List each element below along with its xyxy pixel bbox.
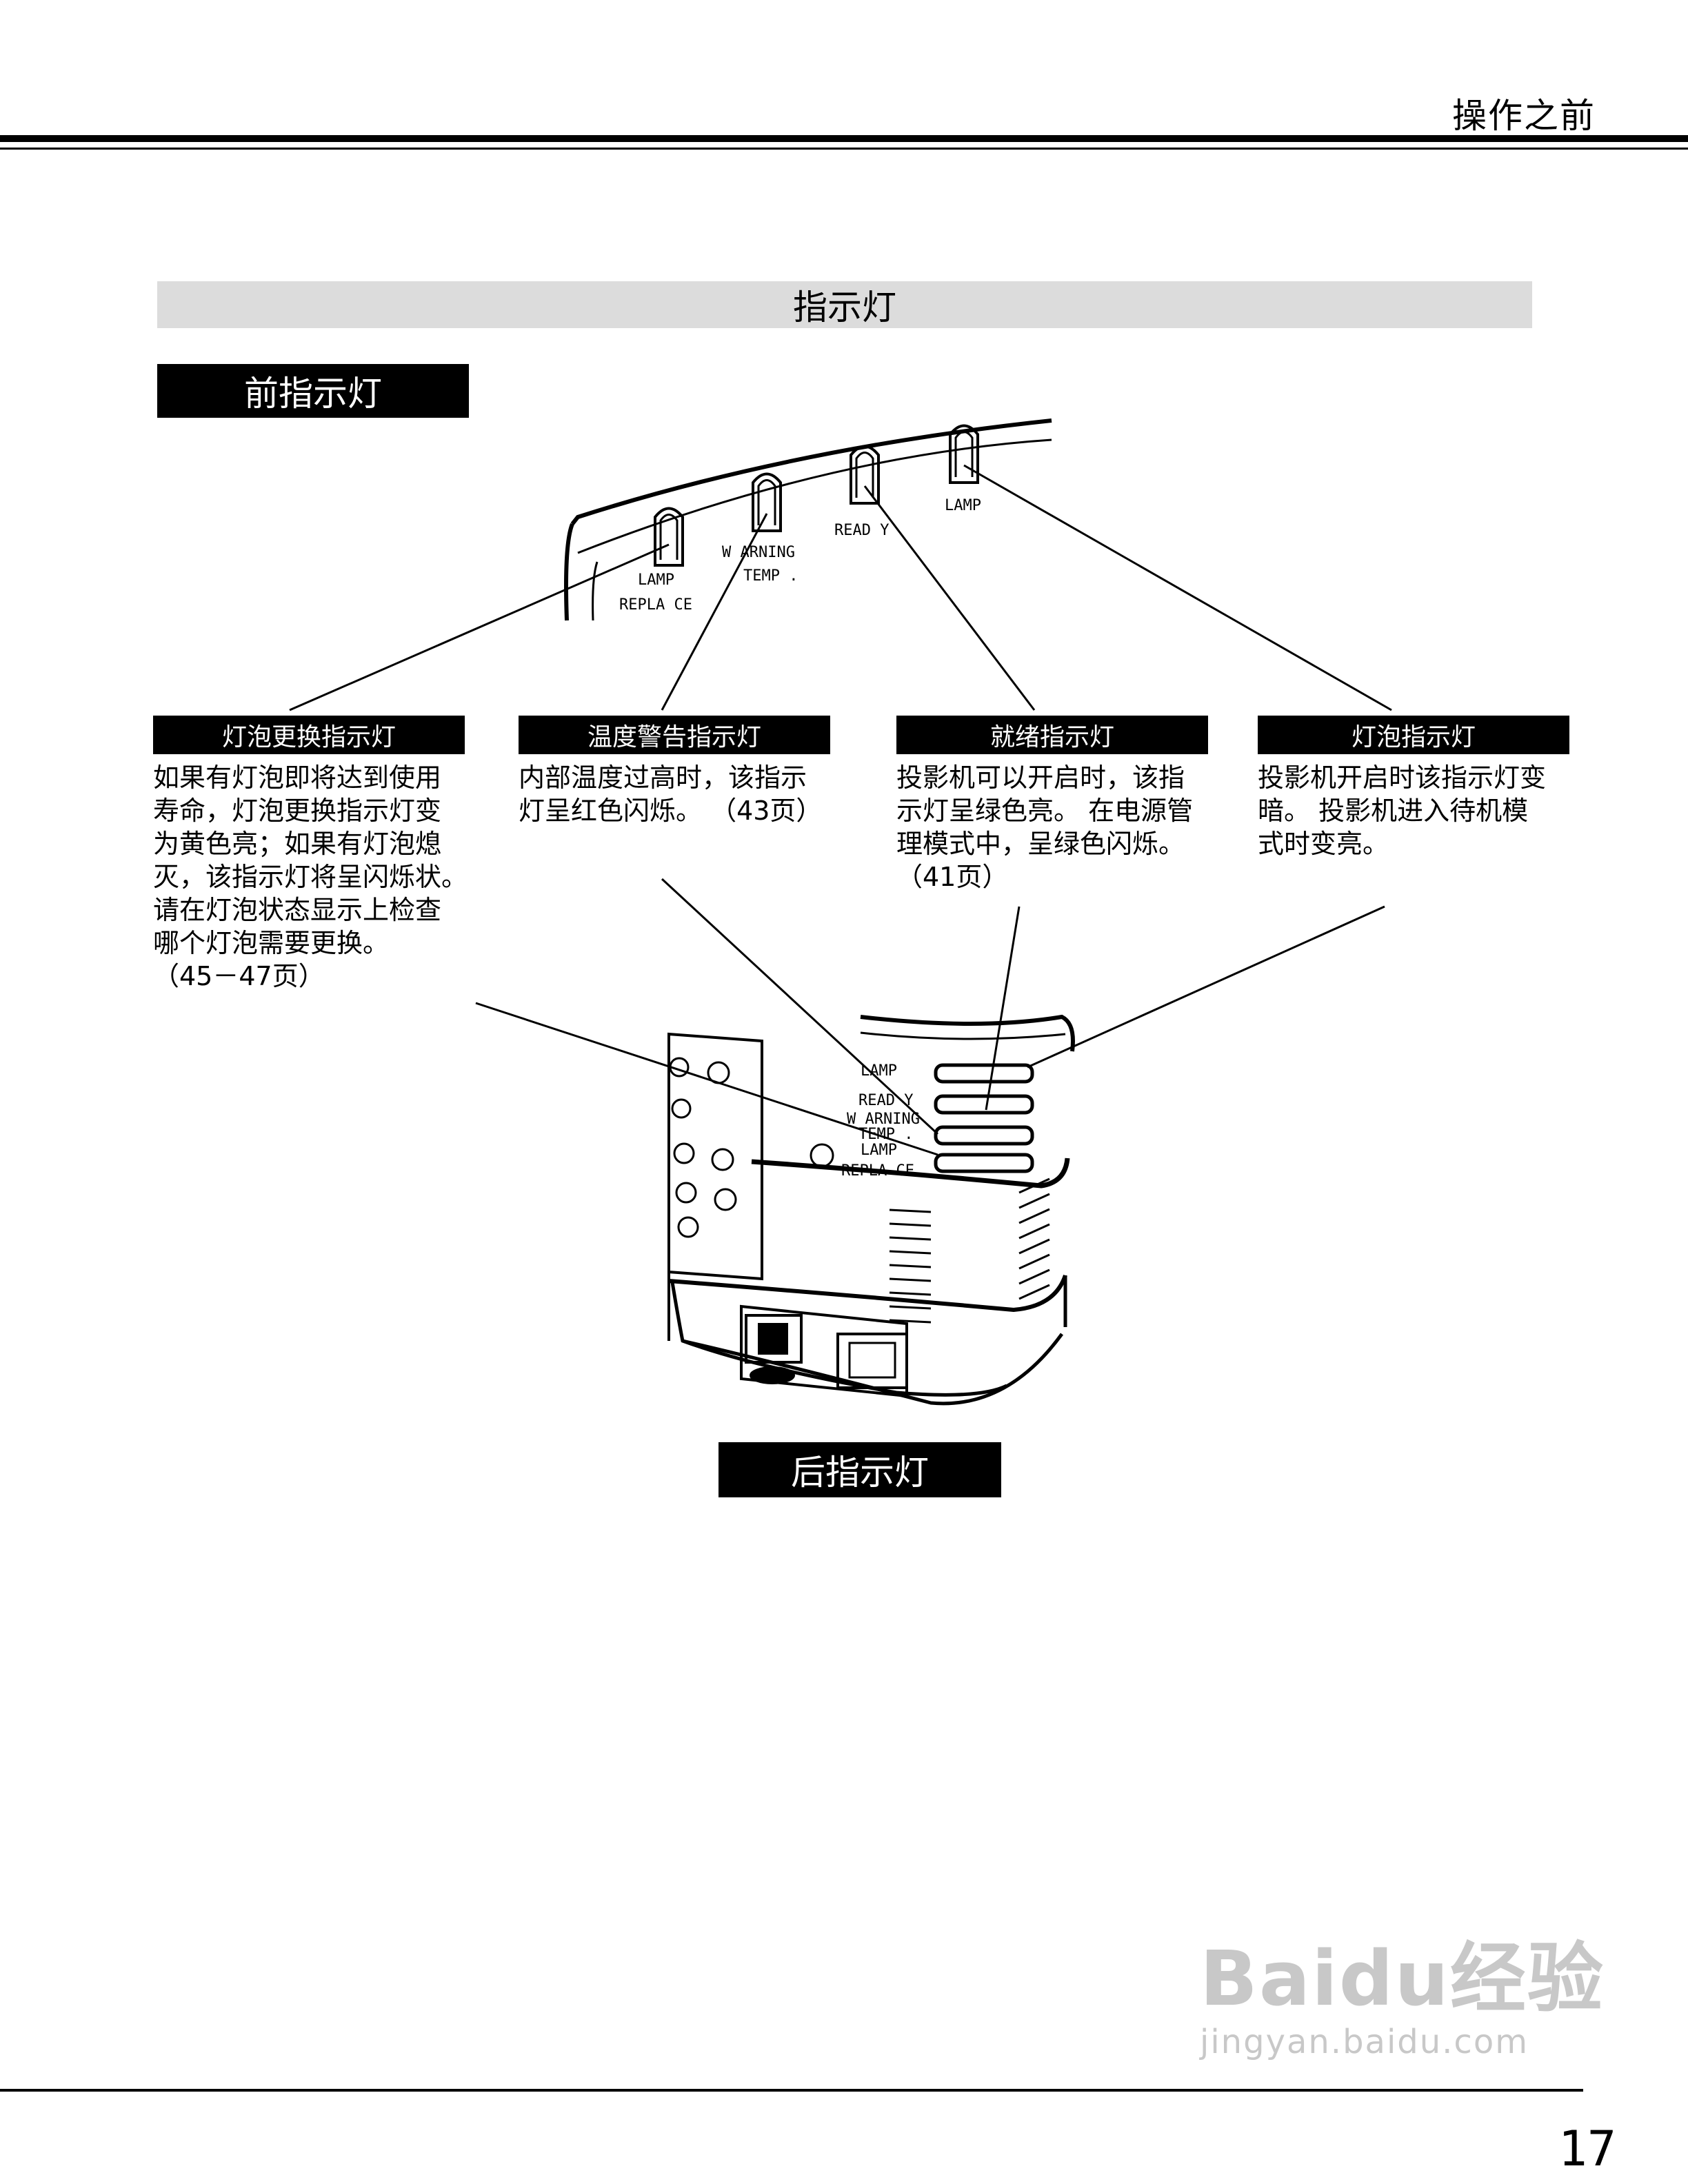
indicator-title-ready: 就绪指示灯 [896,716,1208,754]
rear-label-lamp: LAMP [861,1062,897,1080]
rear-button-5 [711,1148,734,1171]
rear-slot-lamp [934,1063,1034,1084]
page-header-title: 操作之前 [1452,96,1596,136]
rear-label-lamp-replace-1: LAMP [861,1142,897,1159]
power-socket-housing [836,1333,908,1389]
leader-lamp-replace-front [289,543,670,711]
rear-vent-right [1018,1177,1050,1300]
rear-body-mid [751,1157,1070,1189]
rear-label-warning-1: W ARNING [847,1111,920,1128]
rear-button-7 [714,1188,737,1211]
front-panel-inner-edge [592,561,599,621]
front-lens-warning [752,472,782,532]
front-panel-edge [564,523,574,621]
baidu-watermark: Baidu经验 jingyan.baidu.com [1200,1917,1614,2096]
indicator-desc-lamp-replace: 如果有灯泡即将达到使用 寿命，灯泡更换指示灯变 为黄色亮；如果有灯泡熄 灭，该指… [153,762,468,991]
indicator-title-lamp-replace: 灯泡更换指示灯 [153,716,465,754]
rear-button-2 [707,1061,730,1084]
leader-warning-front [661,513,768,711]
indicator-title-warning: 温度警告指示灯 [519,716,830,754]
rear-top-curve [860,1014,1075,1052]
rear-button-1 [669,1057,690,1078]
header-rule-thick [0,135,1688,142]
rear-button-4 [673,1142,695,1164]
section-title: 指示灯 [793,287,896,327]
watermark-logo: Baidu经验 [1200,1934,1605,2023]
front-label-lamp-replace-2: REPLA CE [619,596,692,614]
rear-label-warning-2: TEMP . [858,1126,913,1143]
leader-lamp-replace-rear [475,1002,938,1156]
indicator-title-lamp: 灯泡指示灯 [1258,716,1569,754]
leader-warning-rear [661,878,939,1135]
indicator-desc-ready: 投影机可以开启时，该指 示灯呈绿色亮。 在电源管 理模式中，呈绿色闪烁。 （41… [896,762,1194,892]
rear-base [682,1333,1064,1406]
power-switch [758,1323,788,1355]
indicator-desc-warning: 内部温度过高时，该指示 灯呈红色闪烁。 （43页） [519,762,823,826]
leader-lamp-rear [1027,905,1385,1069]
rear-button-9 [810,1143,834,1168]
front-label-warning-2: TEMP . [743,567,798,585]
rear-vent-left [889,1209,932,1324]
front-label-ready: READ Y [834,522,889,539]
front-indicators-label: 前指示灯 [157,364,469,418]
rear-label-lamp-replace-2: REPLA CE [841,1162,914,1180]
footer-rule [0,2089,1583,2092]
rear-slot-warning [934,1125,1034,1146]
leader-ready-rear [985,906,1021,1111]
front-label-lamp: LAMP [945,497,981,514]
rear-indicators-label: 后指示灯 [719,1442,1001,1497]
leader-lamp-front [963,464,1392,711]
front-panel-inner [577,438,1052,554]
power-socket [848,1342,896,1379]
rear-lower-panel [740,1304,908,1398]
indicator-desc-lamp: 投影机开启时该指示灯变 暗。 投影机进入待机模 式时变亮。 [1258,762,1547,859]
header-rule-thin [0,148,1688,150]
rear-label-ready: READ Y [858,1092,913,1109]
rear-button-8 [677,1216,699,1238]
rear-slot-lamp-replace [934,1153,1034,1173]
rear-button-6 [675,1182,697,1204]
rear-foot [750,1366,795,1384]
front-lens-lamp [949,424,979,484]
front-label-lamp-replace-1: LAMP [638,572,674,589]
rear-slot-ready [934,1094,1034,1115]
front-label-warning-1: W ARNING [722,544,795,561]
power-switch-housing [745,1314,803,1364]
rear-body-lower [668,1274,1067,1313]
watermark-url: jingyan.baidu.com [1200,2023,1529,2061]
front-panel-curve [570,418,1052,525]
rear-button-3 [671,1098,692,1119]
rear-panel-edge [860,1031,1066,1040]
page-number: 17 [1558,2121,1616,2177]
section-title-bar: 指示灯 [157,281,1532,328]
leader-ready-front [863,485,1036,711]
front-lens-ready [850,445,880,505]
front-lens-lamp-replace [654,507,684,567]
